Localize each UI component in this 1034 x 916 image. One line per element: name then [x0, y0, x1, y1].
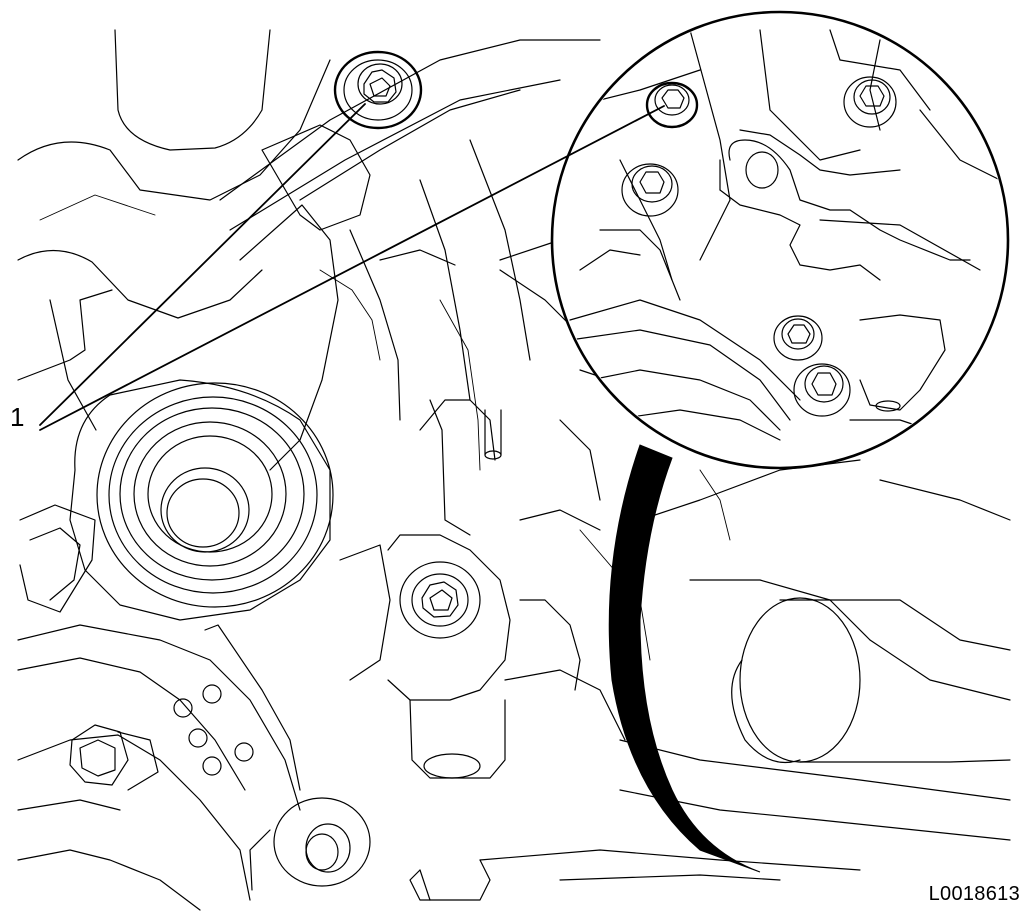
round-lug: [249, 797, 371, 891]
detail-magnifier: [550, 10, 1010, 470]
torx-bolt-upper: [333, 50, 423, 130]
right-pipe: [731, 597, 1011, 764]
magnified-bolt-top: [645, 81, 699, 129]
engine-housing-outline: [17, 29, 1011, 911]
callout-number: 1: [10, 402, 25, 432]
figure-code: L0018613: [928, 883, 1020, 905]
lower-bracket: [17, 624, 301, 911]
magnified-bolt-lower-a: [773, 315, 823, 361]
torx-bolt-center: [399, 561, 481, 639]
magnified-bolt-upper-right: [843, 76, 897, 128]
magnified-bolt-lower-b: [793, 363, 851, 417]
hex-bolt-lower-left: [69, 724, 159, 791]
magnifier-tail: [608, 444, 761, 873]
callout-leaders: [39, 103, 665, 431]
magnified-bolt-left: [621, 163, 679, 217]
center-bracket: [339, 399, 626, 779]
housing-bore: [69, 379, 334, 621]
